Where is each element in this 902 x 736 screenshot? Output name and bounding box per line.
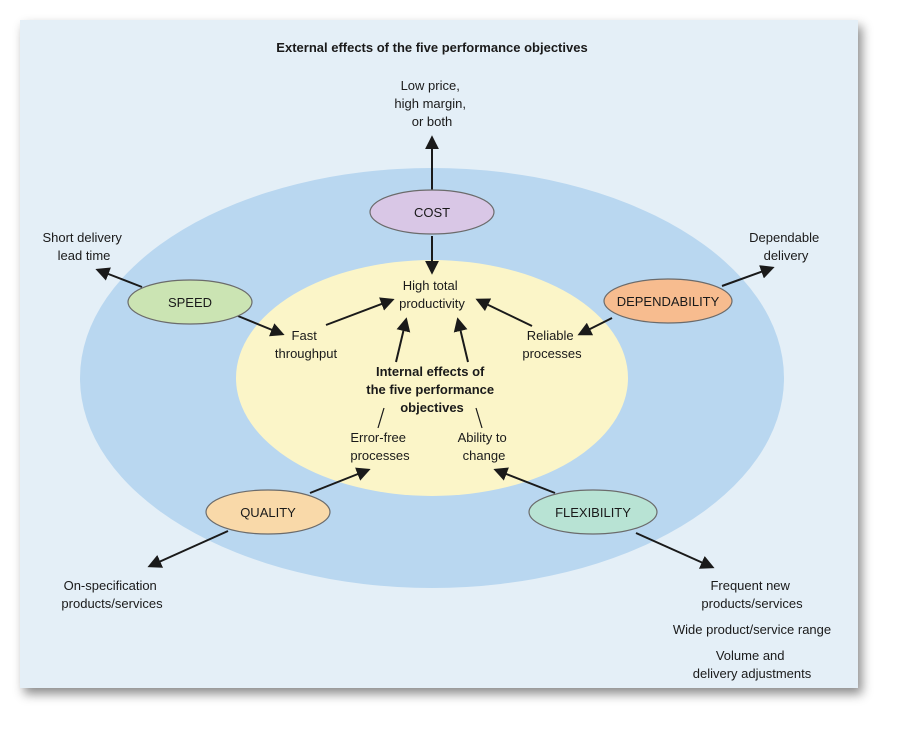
arrow-quality-internal [309,467,371,494]
external-flexibility-new-products: Frequent new products/services [701,578,803,611]
arrow-dependability-external [721,265,775,287]
arrow-quality-external [147,530,229,568]
external-flexibility-range: Wide product/service range [673,622,831,637]
node-speed-label: SPEED [168,295,212,310]
node-cost-label: COST [414,205,450,220]
external-flexibility-adjustments: Volume and delivery adjustments [693,648,812,681]
arrow-speed-external [95,267,143,288]
external-quality: On-specification products/services [61,578,163,611]
node-cost: COST [369,189,495,235]
internal-title: Internal effects of the five performance… [366,364,498,415]
arrow-flexibility-external [635,532,715,569]
node-speed: SPEED [127,279,253,325]
connector-errorfree [377,407,385,429]
arrow-speed-internal [237,315,285,337]
node-quality-label: QUALITY [240,505,296,520]
connector-change [475,407,483,429]
node-flexibility: FLEXIBILITY [528,489,658,535]
external-dependability: Dependable delivery [749,230,823,263]
node-quality: QUALITY [205,489,331,535]
arrow-errorfree-productivity [395,317,411,363]
external-cost: Low price, high margin, or both [394,78,469,129]
node-flexibility-label: FLEXIBILITY [555,505,631,520]
internal-reliable-processes: Reliable processes [522,328,582,361]
node-dependability-label: DEPENDABILITY [617,294,720,309]
arrow-reliable-productivity [475,298,533,327]
internal-productivity: High total productivity [399,278,465,311]
arrow-throughput-productivity [325,297,395,326]
arrow-flexibility-internal [493,467,556,494]
internal-error-free: Error-free processes [350,430,410,463]
internal-ability-to-change: Ability to change [458,430,511,463]
arrow-change-productivity [453,317,469,363]
internal-fast-throughput: Fast throughput [275,328,338,361]
node-dependability: DEPENDABILITY [603,278,733,324]
external-speed: Short delivery lead time [42,230,125,263]
internal-ellipse [236,260,628,496]
arrow-dependability-internal [577,317,613,336]
diagram-title: External effects of the five performance… [276,40,587,55]
